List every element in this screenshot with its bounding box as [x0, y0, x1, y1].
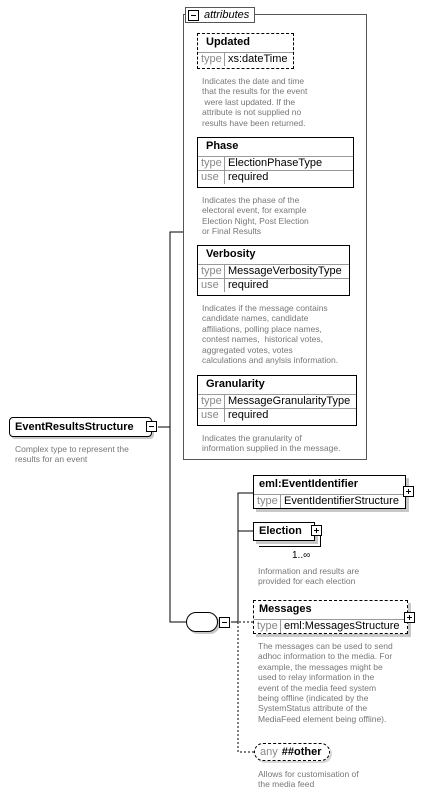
attribute-name: Granularity [206, 378, 265, 390]
element-description: Allows for customisation of the media fe… [258, 769, 359, 790]
row-key: type [198, 395, 225, 408]
attribute-name: Verbosity [206, 248, 256, 260]
row-value: EventIdentifierStructure [284, 495, 399, 507]
row-key: use [198, 279, 225, 292]
row-value: MessageVerbosityType [228, 265, 342, 277]
expand-election-icon[interactable] [311, 525, 322, 536]
row-value: required [228, 171, 269, 183]
element-description: The messages can be used to send adhoc i… [258, 641, 393, 724]
attribute-name: Phase [206, 140, 239, 152]
element-name: Messages [259, 603, 312, 615]
row-value: required [228, 409, 269, 421]
row-value: ElectionPhaseType [228, 157, 323, 169]
element-election[interactable]: Election [253, 522, 315, 541]
attribute-verbosity[interactable]: Verbosity type MessageVerbosityType use … [197, 245, 350, 296]
any-namespace: ##other [281, 746, 322, 758]
attribute-type-row: type ElectionPhaseType [198, 156, 353, 170]
row-key: use [198, 171, 225, 184]
attribute-updated[interactable]: Updated type xs:dateTime [197, 33, 294, 69]
element-type-row: type EventIdentifierStructure [254, 494, 405, 508]
element-name: Election [259, 525, 302, 537]
element-event-identifier[interactable]: eml:EventIdentifier type EventIdentifier… [253, 475, 406, 509]
attribute-description: Indicates the phase of the electoral eve… [202, 195, 309, 237]
row-key: use [198, 409, 225, 422]
expand-messages-icon[interactable] [404, 612, 415, 623]
attribute-description: Indicates the granularity of information… [202, 433, 341, 454]
row-value: eml:MessagesStructure [284, 620, 400, 632]
collapse-attributes-icon[interactable] [188, 10, 199, 21]
row-value: xs:dateTime [228, 53, 288, 65]
attributes-group-tab[interactable]: attributes [185, 7, 255, 23]
element-type-row: type eml:MessagesStructure [254, 619, 407, 633]
attribute-use-row: use required [198, 170, 353, 184]
row-key: type [198, 53, 225, 66]
expand-event-identifier-icon[interactable] [403, 486, 414, 497]
row-key: type [254, 495, 281, 508]
element-description: Information and results are provided for… [258, 566, 360, 587]
attribute-type-row: type xs:dateTime [198, 52, 293, 66]
collapse-sequence-icon[interactable] [219, 617, 230, 628]
sequence-compositor[interactable] [186, 612, 218, 632]
row-key: type [198, 265, 225, 278]
attribute-granularity[interactable]: Granularity type MessageGranularityType … [197, 375, 357, 426]
attribute-use-row: use required [198, 278, 349, 292]
attribute-name: Updated [206, 36, 250, 48]
attribute-description: Indicates the date and time that the res… [202, 76, 308, 128]
row-value: MessageGranularityType [228, 395, 351, 407]
row-value: required [228, 279, 269, 291]
attribute-description: Indicates if the message contains candid… [202, 303, 339, 366]
attribute-use-row: use required [198, 408, 356, 422]
collapse-root-icon[interactable] [146, 421, 157, 432]
row-key: type [254, 620, 281, 633]
attribute-phase[interactable]: Phase type ElectionPhaseType use require… [197, 137, 354, 188]
root-name: EventResultsStructure [15, 421, 134, 433]
element-name: eml:EventIdentifier [259, 478, 359, 490]
attribute-type-row: type MessageVerbosityType [198, 264, 349, 278]
row-key: type [198, 157, 225, 170]
election-cardinality: 1..∞ [292, 550, 311, 561]
root-description: Complex type to represent the results fo… [15, 444, 129, 465]
element-messages[interactable]: Messages type eml:MessagesStructure [253, 600, 408, 634]
element-any-other[interactable]: any##other [254, 743, 330, 761]
attribute-type-row: type MessageGranularityType [198, 394, 356, 408]
root-complex-type[interactable]: EventResultsStructure [9, 417, 152, 437]
attributes-group-label: attributes [204, 9, 250, 21]
any-prefix: any [260, 746, 278, 758]
